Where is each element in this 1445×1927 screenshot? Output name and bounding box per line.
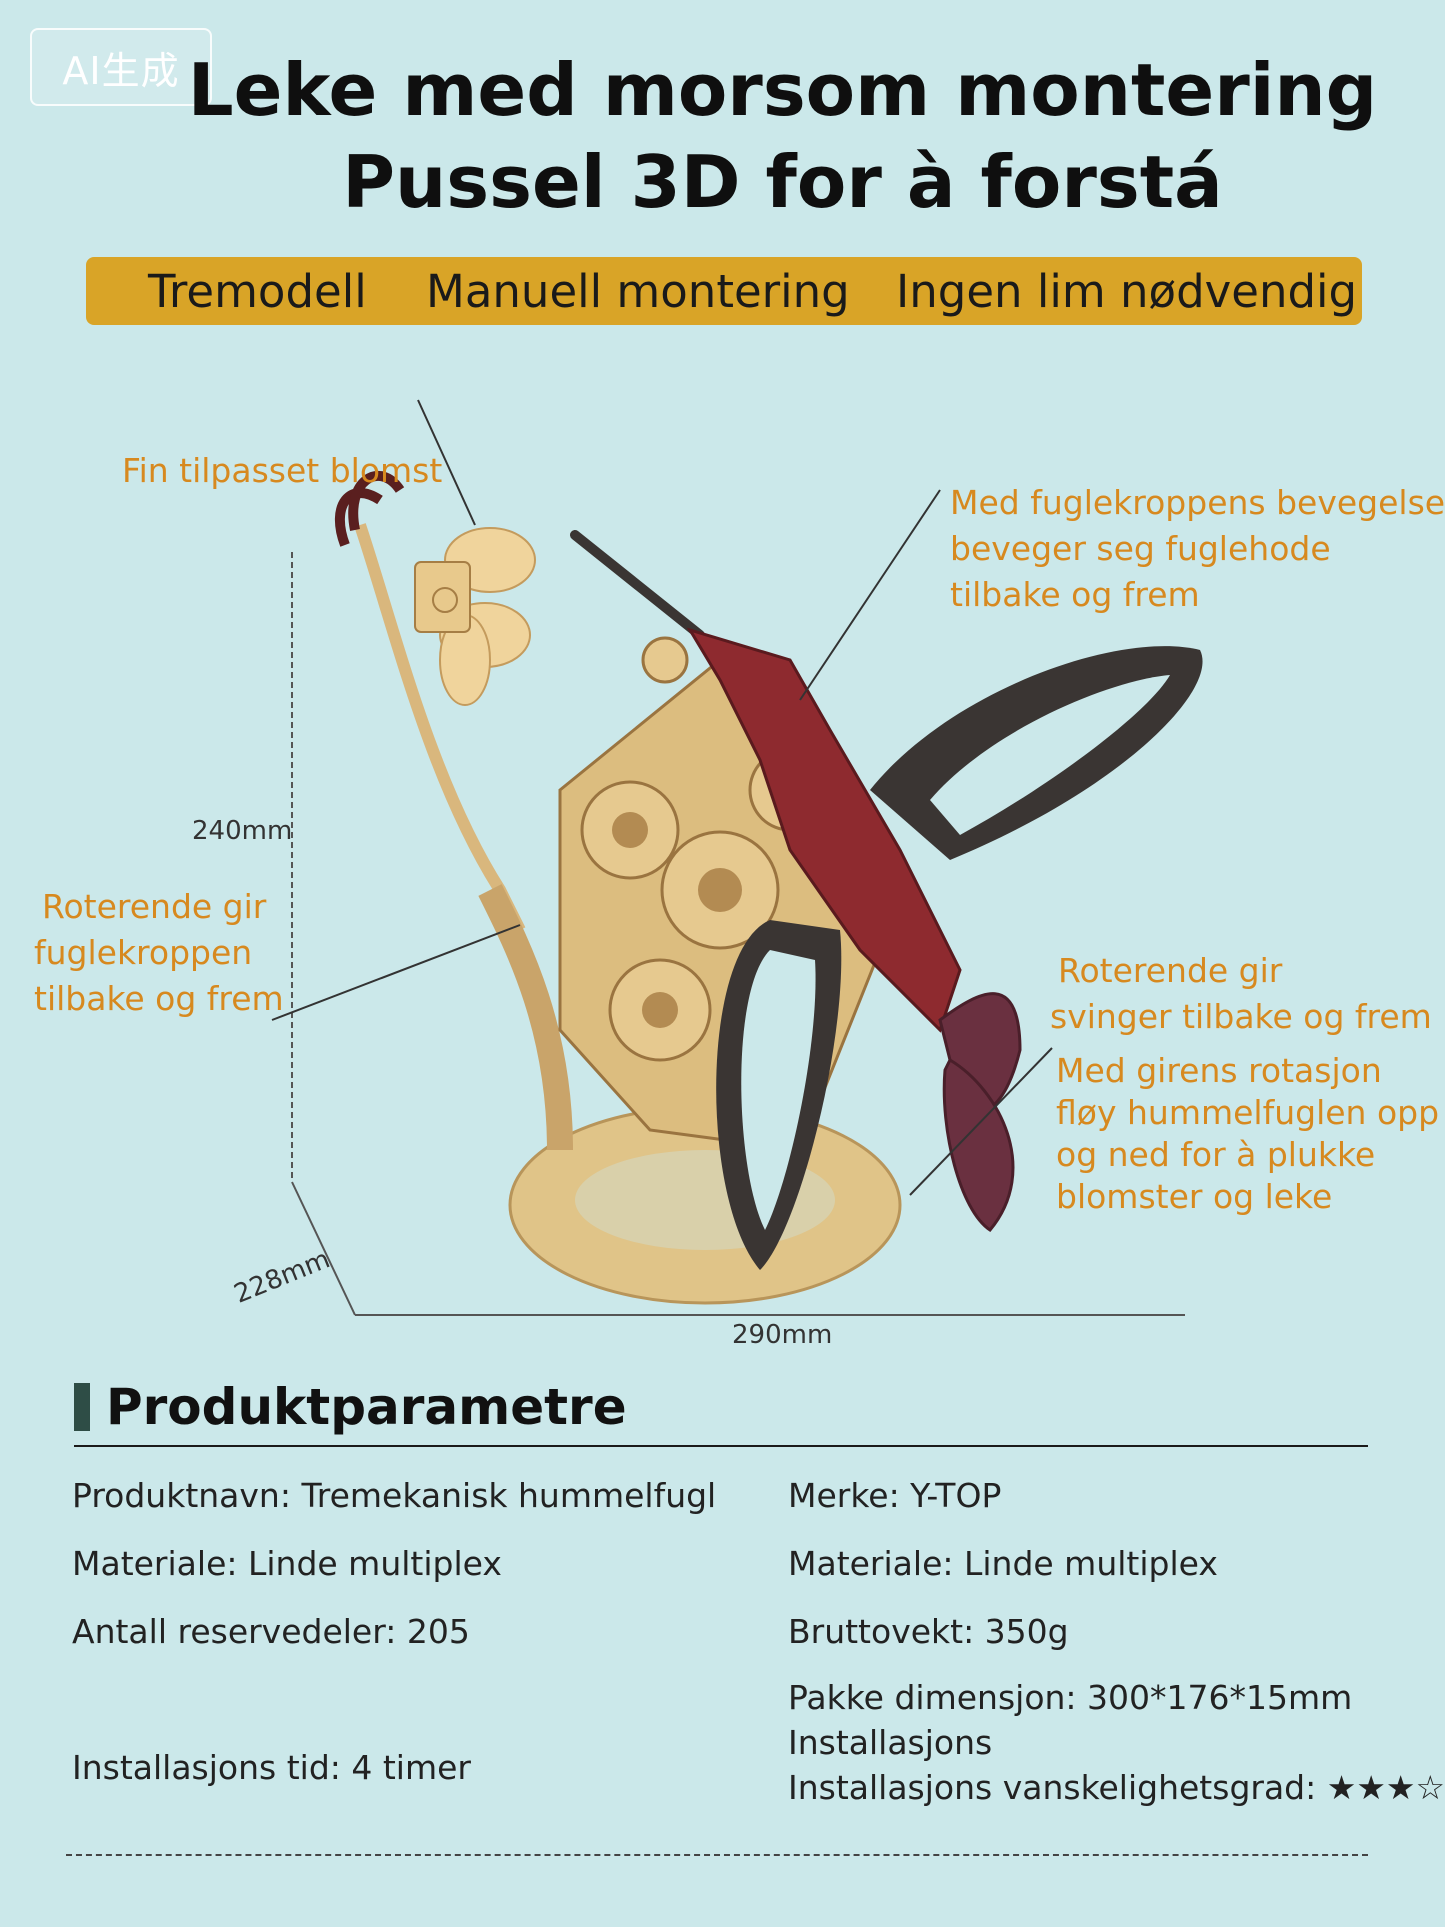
flower-icon xyxy=(335,470,536,706)
param-difficulty: Installasjons vanskelighetsgrad: ★★★☆☆ xyxy=(788,1768,1445,1807)
param-material-right: Materiale: Linde multiplex xyxy=(788,1544,1218,1583)
dimension-lines xyxy=(291,552,1185,1316)
callout-lines xyxy=(271,399,1053,1196)
param-install-time: Installasjons tid: 4 timer xyxy=(72,1748,471,1787)
callout-head-line: Med fuglekroppens bevegelse xyxy=(950,483,1445,522)
callout-wings-line: blomster og leke xyxy=(1056,1177,1333,1216)
callout-wings-line: fløy hummelfuglen opp xyxy=(1056,1093,1440,1132)
callout-wings-line: og ned for à plukke xyxy=(1056,1135,1376,1174)
feature-no-glue: Ingen lim nødvendig xyxy=(896,265,1358,318)
param-spare-parts: Antall reservedeler: 205 xyxy=(72,1612,470,1651)
ai-generated-badge: AI生成 xyxy=(30,28,212,106)
feature-banner: Tremodell Manuell montering Ingen lim nø… xyxy=(86,257,1362,325)
callout-body-line: Roterende gir xyxy=(42,887,267,926)
section-divider xyxy=(74,1445,1368,1447)
dimension-height: 240mm xyxy=(192,816,293,846)
bird-body xyxy=(686,627,962,1033)
callout-wings-line: Med girens rotasjon xyxy=(1056,1051,1382,1090)
callout-body: Roterende gir fuglekroppen tilbake og fr… xyxy=(34,884,284,1022)
flower-stem xyxy=(354,523,526,933)
param-product-name: Produktnavn: Tremekanisk hummelfugl xyxy=(72,1476,717,1515)
title-line-1: Leke med morsom montering xyxy=(187,48,1378,132)
callout-body-line: tilbake og frem xyxy=(34,979,284,1018)
callout-head-line: tilbake og frem xyxy=(950,575,1200,614)
section-title-text: Produktparametre xyxy=(106,1378,627,1436)
section-title: Produktparametre xyxy=(74,1378,627,1436)
hummingbird-model-illustration xyxy=(271,399,1203,1316)
callout-wings: Med girens rotasjon fløy hummelfuglen op… xyxy=(1056,1050,1439,1218)
dimension-width: 290mm xyxy=(732,1320,833,1350)
feature-wood-model: Tremodell xyxy=(148,265,367,318)
callout-flower: Fin tilpasset blomst xyxy=(122,451,443,490)
param-brand: Merke: Y-TOP xyxy=(788,1476,1002,1515)
callout-swing-line: svinger tilbake og frem xyxy=(1050,997,1432,1036)
bird-beak xyxy=(570,530,705,640)
section-marker xyxy=(74,1383,90,1431)
title-line-2: Pussel 3D for à forstá xyxy=(342,140,1223,224)
callout-swing: Roterende gir svinger tilbake og frem xyxy=(1050,948,1432,1040)
callout-swing-line: Roterende gir xyxy=(1058,951,1283,990)
callout-head: Med fuglekroppens bevegelse beveger seg … xyxy=(950,480,1445,618)
bottom-dashed-divider xyxy=(66,1854,1368,1856)
callout-head-line: beveger seg fuglehode xyxy=(950,529,1331,568)
feature-manual-assembly: Manuell montering xyxy=(426,265,850,318)
param-gross-weight: Bruttovekt: 350g xyxy=(788,1612,1069,1651)
param-package-dimension: Pakke dimensjon: 300*176*15mm xyxy=(788,1678,1353,1717)
callout-body-line: fuglekroppen xyxy=(34,933,253,972)
param-installation: Installasjons xyxy=(788,1723,993,1762)
param-material-left: Materiale: Linde multiplex xyxy=(72,1544,502,1583)
